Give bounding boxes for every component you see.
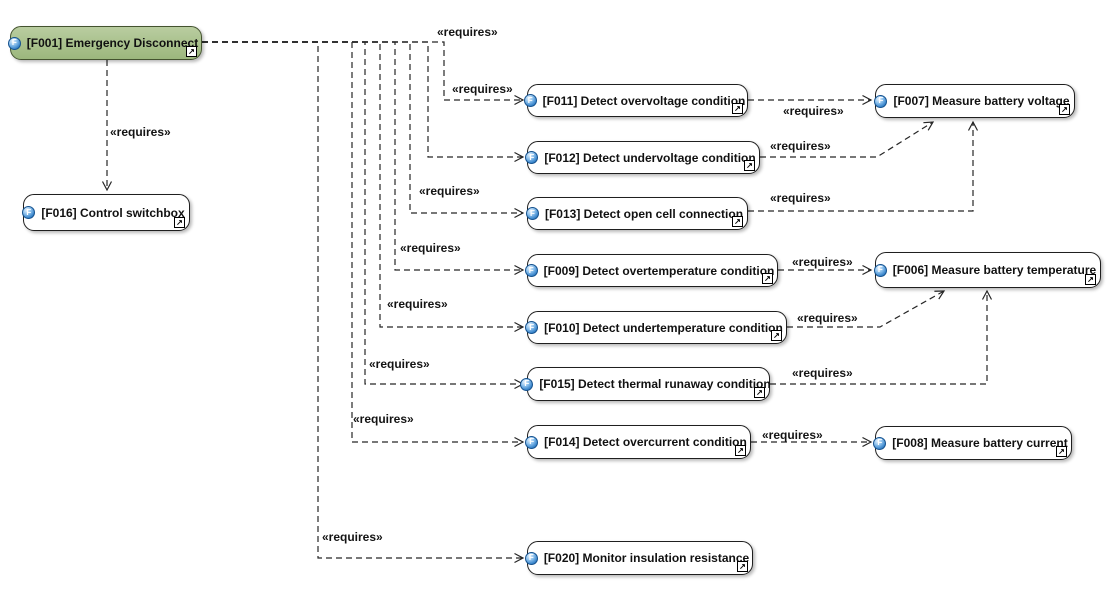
function-icon: F (22, 206, 36, 219)
function-icon: F (525, 151, 539, 164)
node-f020-monitor-insulation[interactable]: F [F020] Monitor insulation resistance ↗ (524, 541, 753, 575)
edge-f015-f006[interactable] (770, 289, 993, 385)
edge-label-requires: «requires» (770, 139, 831, 153)
drilldown-icon: ↗ (1056, 446, 1067, 457)
edge-label-requires: «requires» (419, 184, 480, 198)
edge-label-requires: «requires» (792, 366, 853, 380)
edge-f013-f007[interactable] (748, 120, 979, 212)
edge-label-requires: «requires» (437, 25, 498, 39)
drilldown-icon: ↗ (1059, 104, 1070, 115)
drilldown-icon: ↗ (732, 216, 743, 227)
node-f007-measure-voltage[interactable]: F [F007] Measure battery voltage ↗ (874, 84, 1075, 118)
node-label: [F001] Emergency Disconnect (26, 36, 199, 50)
edge-label-requires: «requires» (322, 530, 383, 544)
edge-label-requires: «requires» (353, 412, 414, 426)
node-label: [F016] Control switchbox (41, 205, 185, 220)
drilldown-icon: ↗ (732, 103, 743, 114)
node-f014-detect-overcurrent[interactable]: F [F014] Detect overcurrent condition ↗ (525, 425, 751, 459)
node-f013-detect-open-cell[interactable]: F [F013] Detect open cell connection ↗ (525, 197, 748, 230)
function-icon: F (874, 94, 888, 108)
edge-label-requires: «requires» (369, 357, 430, 371)
node-f010-detect-undertemperature[interactable]: F [F010] Detect undertemperature conditi… (525, 311, 787, 344)
node-f015-detect-thermal-runaway[interactable]: F [F015] Detect thermal runaway conditio… (520, 367, 771, 401)
node-label: [F008] Measure battery current (892, 436, 1068, 450)
node-label: [F013] Detect open cell connection (544, 206, 744, 221)
node-label: [F012] Detect undervoltage condition (544, 150, 756, 165)
drilldown-icon: ↗ (771, 330, 782, 341)
drilldown-icon: ↗ (1085, 274, 1096, 285)
edge-f001-f009[interactable] (202, 41, 525, 276)
function-icon: F (873, 263, 887, 277)
function-icon: F (524, 551, 538, 565)
function-icon: F (523, 94, 537, 107)
drilldown-icon: ↗ (754, 387, 765, 398)
drilldown-icon: ↗ (762, 273, 773, 284)
node-f001-emergency-disconnect[interactable]: F [F001] Emergency Disconnect ↗ (7, 26, 202, 60)
edge-f010-f006[interactable] (787, 290, 946, 328)
drilldown-icon: ↗ (735, 445, 746, 456)
node-f006-measure-temperature[interactable]: F [F006] Measure battery temperature ↗ (873, 252, 1101, 288)
function-icon: F (520, 377, 534, 391)
edge-f001-f020[interactable] (202, 41, 525, 564)
node-label: [F009] Detect overtemperature condition (543, 263, 775, 278)
drilldown-icon: ↗ (174, 217, 185, 228)
node-label: [F006] Measure battery temperature (892, 263, 1097, 277)
edge-label-requires: «requires» (783, 104, 844, 118)
function-icon: F (525, 435, 539, 449)
edge-label-requires: «requires» (452, 82, 513, 96)
function-icon: F (7, 36, 21, 50)
node-label: [F011] Detect overvoltage condition (542, 93, 746, 108)
function-icon: F (873, 436, 887, 450)
node-f011-detect-overvoltage[interactable]: F [F011] Detect overvoltage condition ↗ (523, 84, 748, 117)
drilldown-icon: ↗ (737, 561, 748, 572)
node-label: [F007] Measure battery voltage (893, 94, 1070, 108)
node-f008-measure-current[interactable]: F [F008] Measure battery current ↗ (873, 426, 1072, 460)
node-f012-detect-undervoltage[interactable]: F [F012] Detect undervoltage condition ↗ (525, 141, 760, 174)
edge-label-requires: «requires» (770, 191, 831, 205)
edge-f001-f010[interactable] (202, 41, 525, 333)
node-f009-detect-overtemperature[interactable]: F [F009] Detect overtemperature conditio… (524, 254, 778, 287)
node-label: [F020] Monitor insulation resistance (543, 551, 750, 565)
drilldown-icon: ↗ (186, 46, 197, 57)
function-icon: F (525, 321, 539, 334)
node-label: [F015] Detect thermal runaway condition (539, 377, 771, 391)
drilldown-icon: ↗ (744, 160, 755, 171)
edge-label-requires: «requires» (387, 297, 448, 311)
edge-f012-f007[interactable] (760, 121, 935, 158)
node-label: [F014] Detect overcurrent condition (544, 435, 747, 449)
edge-label-requires: «requires» (762, 428, 823, 442)
edge-f001-f014[interactable] (202, 41, 525, 448)
edge-label-requires: «requires» (400, 241, 461, 255)
function-icon: F (525, 207, 539, 220)
edge-label-requires: «requires» (797, 311, 858, 325)
node-label: [F010] Detect undertemperature condition (544, 320, 783, 335)
function-icon: F (524, 264, 538, 277)
edge-label-requires: «requires» (792, 255, 853, 269)
edge-label-requires: «requires» (110, 125, 171, 139)
node-f016-control-switchbox[interactable]: F [F016] Control switchbox ↗ (22, 194, 190, 231)
